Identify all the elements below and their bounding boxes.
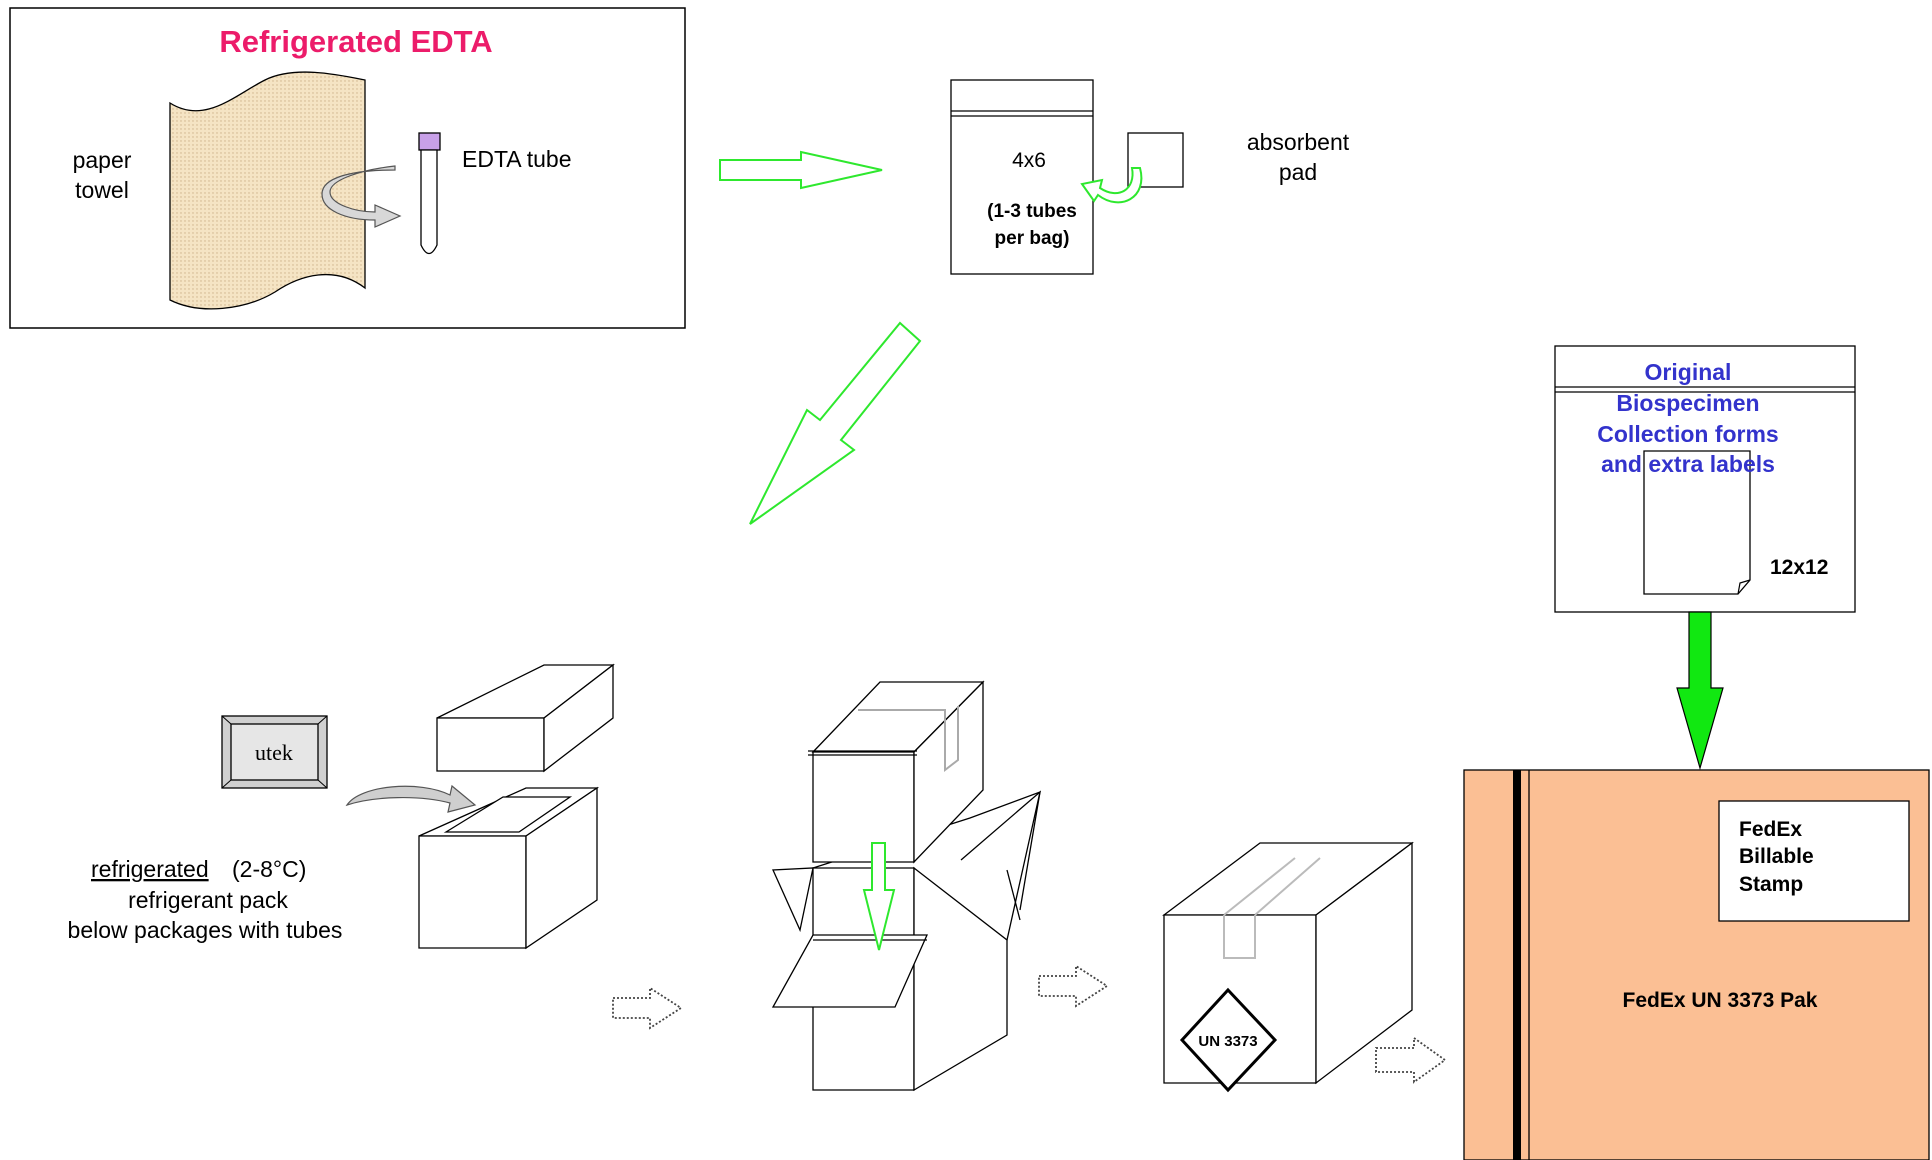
refrigerant-pack: utek: [221, 715, 328, 789]
absorbent-label-2: pad: [1279, 159, 1317, 185]
forms-bag-size: 12x12: [1770, 556, 1828, 579]
document-icon: [1643, 450, 1751, 595]
arrow-right-green-icon: [719, 150, 883, 190]
bag-note-2: per bag): [995, 228, 1070, 249]
arrow-down-green-icon: [1676, 611, 1724, 771]
arrow-down-green-icon-2: [862, 842, 896, 951]
fedex-pak: FedEx Billable Stamp FedEx UN 3373 Pak: [1463, 769, 1930, 1160]
stamp-line-1: FedEx: [1739, 818, 1802, 841]
dotted-arrow-right-icon-2: [1038, 964, 1109, 1008]
edta-tube-icon: [418, 132, 441, 255]
styrofoam-box-taped: [808, 680, 985, 864]
edta-tube-label: EDTA tube: [462, 146, 572, 172]
refrigerant-temp: (2-8°C): [232, 856, 306, 882]
paper-towel-label-1: paper: [73, 147, 132, 173]
stamp-line-3: Stamp: [1739, 873, 1803, 896]
bag-note-1: (1-3 tubes: [987, 201, 1077, 222]
refrigerant-word: refrigerated: [91, 856, 209, 882]
un-label: UN 3373: [1198, 1033, 1257, 1050]
forms-line-4: and extra labels: [1601, 451, 1775, 477]
curved-arrow-grey-icon: [345, 784, 477, 813]
dotted-arrow-right-icon-1: [612, 986, 683, 1030]
utek-label: utek: [255, 740, 293, 765]
arrow-down-left-green-icon: [749, 321, 922, 525]
pak-label: FedEx UN 3373 Pak: [1623, 989, 1818, 1012]
refrigerant-line-2: refrigerant pack: [128, 887, 288, 913]
forms-line-1: Original: [1645, 359, 1732, 385]
stamp-line-2: Billable: [1739, 845, 1814, 868]
wrap-arrow-icon: [321, 165, 402, 228]
panel-title: Refrigerated EDTA: [219, 24, 492, 59]
styrofoam-lid: [436, 663, 615, 773]
specimen-bag-4x6: 4x6 (1-3 tubes per bag): [950, 79, 1094, 275]
paper-towel-label-2: towel: [75, 177, 129, 203]
refrigerant-line-3: below packages with tubes: [68, 917, 343, 943]
forms-bag-12x12: Original Biospecimen Collection forms an…: [1554, 345, 1856, 613]
absorbent-label-1: absorbent: [1247, 129, 1350, 155]
curved-arrow-green-icon: [1080, 167, 1143, 204]
cardboard-box-open: [771, 790, 1041, 1092]
paper-towel: [169, 71, 366, 310]
forms-line-3: Collection forms: [1597, 421, 1778, 447]
refrigerated-edta-panel: Refrigerated EDTA paper towel EDTA tube: [9, 7, 686, 329]
bag-size: 4x6: [1012, 149, 1046, 172]
styrofoam-box: [418, 786, 600, 950]
dotted-arrow-right-icon-3: [1375, 1036, 1447, 1084]
forms-line-2: Biospecimen: [1616, 390, 1759, 416]
billable-stamp-box: [1718, 800, 1910, 922]
un3373-diamond: UN 3373: [1179, 987, 1278, 1093]
